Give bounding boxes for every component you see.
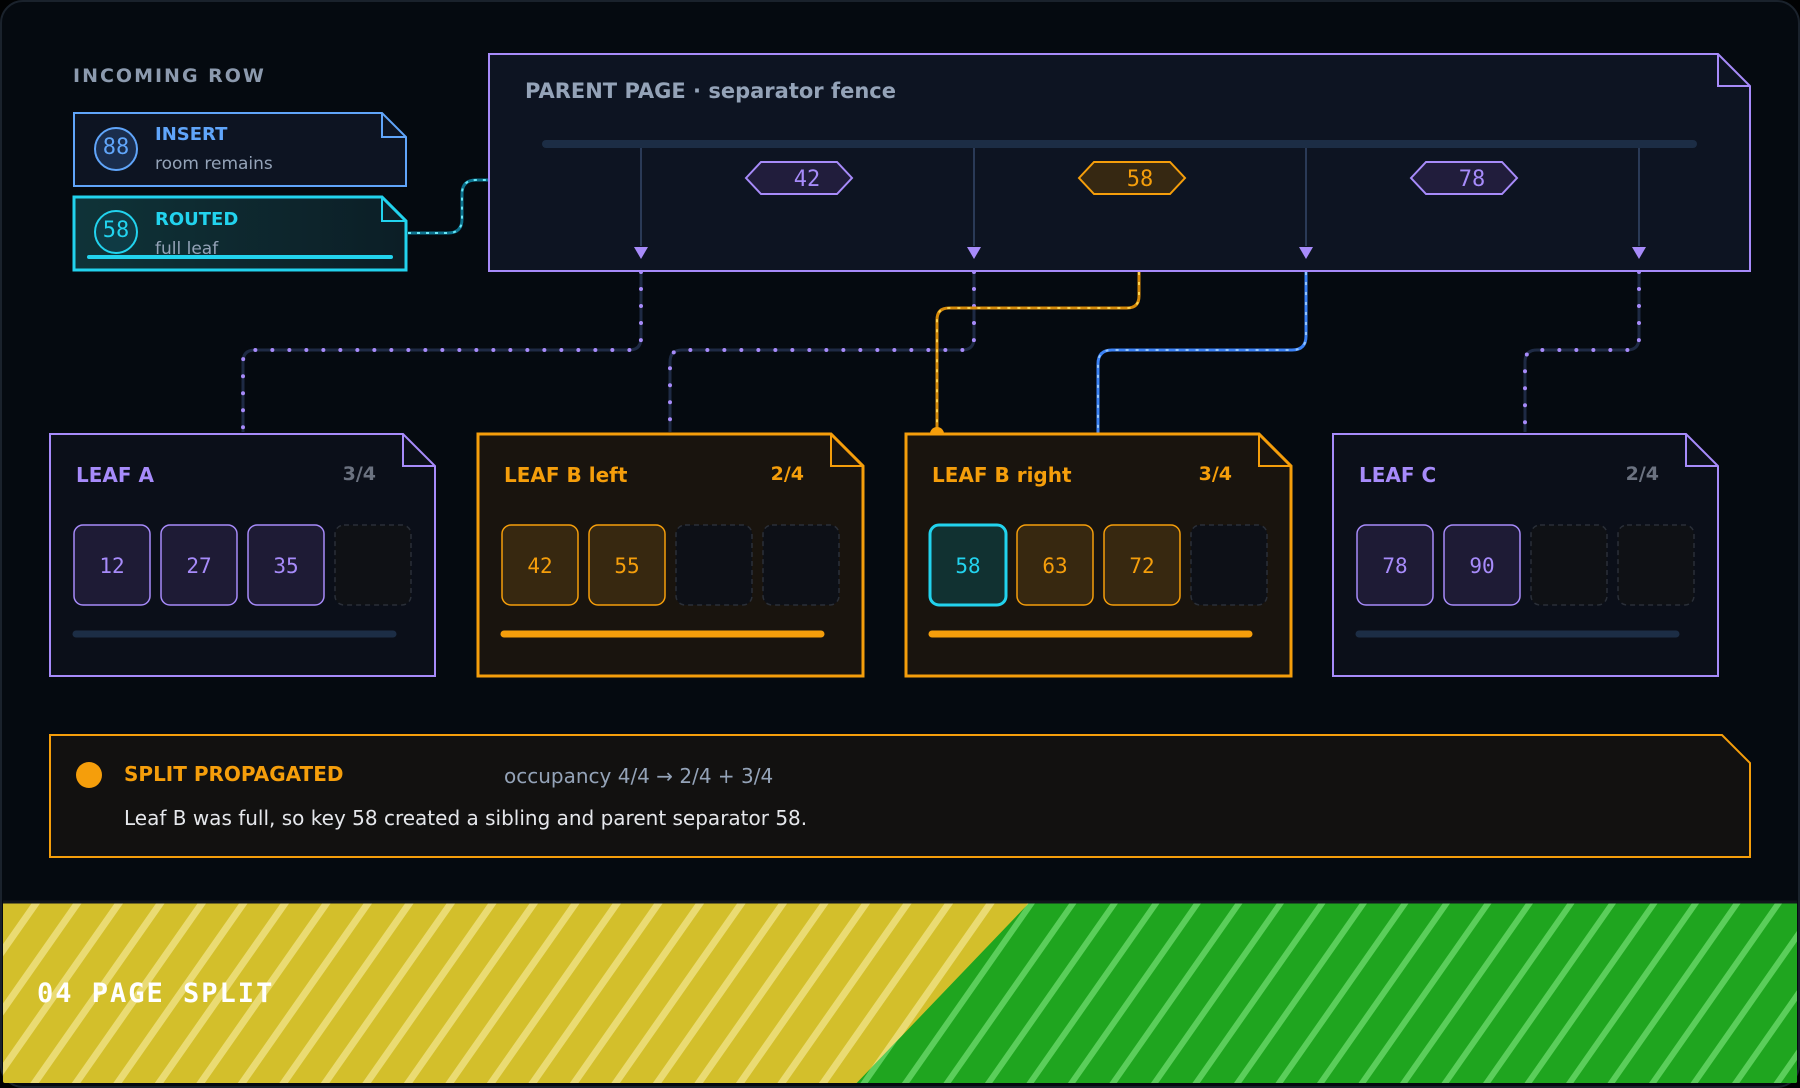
empty-slot: [762, 524, 840, 606]
key-slot: 27: [160, 524, 238, 606]
child-pointers: [634, 148, 1646, 259]
key-value: 12: [99, 554, 124, 578]
status-occupancy: occupancy 4/4 → 2/4 + 3/4: [504, 764, 774, 788]
key-value: 55: [614, 554, 639, 578]
incoming-row-heading: INCOMING ROW: [73, 65, 266, 87]
key-value: 58: [955, 554, 980, 578]
key-value: 78: [1382, 554, 1407, 578]
routed-key-value: 58: [102, 218, 130, 243]
leaf-name: LEAF B right: [932, 463, 1072, 487]
leaf-name: LEAF C: [1359, 463, 1436, 487]
routed-title: ROUTED: [155, 209, 239, 230]
leaf-occupancy: 3/4: [343, 463, 376, 485]
key-slot: 58: [928, 523, 1008, 607]
leaf-occupancy: 2/4: [1626, 463, 1659, 485]
key-slot: 42: [501, 524, 579, 606]
status-dot: [76, 762, 102, 788]
key-slot: 78: [1356, 524, 1434, 606]
key-value: 27: [186, 554, 211, 578]
parent-page-title: PARENT PAGE · separator fence: [525, 79, 896, 103]
footer-label: 04 PAGE SPLIT: [37, 978, 275, 1009]
child-pointer-4: [1632, 148, 1646, 259]
separator-58: 58: [1077, 161, 1187, 195]
separator-key-label: 58: [1127, 167, 1154, 192]
leaf-name: LEAF A: [76, 463, 155, 487]
leaf-b-left: LEAF B left 2/4 42 55: [476, 432, 865, 678]
key-slot: 35: [247, 524, 325, 606]
footer-band: [3, 902, 1797, 1083]
insert-key-badge: [94, 127, 138, 171]
separator-42: 42: [744, 161, 854, 195]
child-pointer-3: [1299, 148, 1313, 259]
leaf-c: LEAF C 2/4 78 90: [1332, 433, 1719, 677]
key-value: 63: [1042, 554, 1067, 578]
connector-leaf-c: [1523, 270, 1641, 434]
leaf-name: LEAF B left: [504, 463, 628, 487]
separator-keys: 42 58 78: [744, 161, 1519, 195]
leaf-b-right: LEAF B right 3/4 58 63 72: [904, 432, 1293, 678]
insert-title: INSERT: [155, 124, 228, 145]
status-panel: [49, 734, 1751, 858]
key-value: 42: [527, 554, 552, 578]
child-pointer-1: [634, 148, 648, 259]
connector-leaf-a: [241, 270, 643, 434]
key-slot: 90: [1443, 524, 1521, 606]
separator-key-label: 42: [794, 167, 821, 192]
connector-leaf-b-right-blue: [1096, 272, 1308, 434]
key-slot: 12: [73, 524, 151, 606]
empty-slot: [675, 524, 753, 606]
key-value: 90: [1469, 554, 1494, 578]
key-slot: 55: [588, 524, 666, 606]
routed-key-badge: [94, 210, 138, 254]
leaf-occupancy: 2/4: [771, 463, 804, 485]
insert-card: [73, 112, 407, 187]
connector-routed-to-parent: [408, 178, 489, 235]
separator-78: 78: [1409, 161, 1519, 195]
status-title: SPLIT PROPAGATED: [124, 762, 344, 786]
empty-slot: [1190, 524, 1268, 606]
empty-slot: [1617, 524, 1695, 606]
routed-subtitle: full leaf: [155, 239, 219, 259]
empty-slot: [1530, 524, 1608, 606]
insert-key-value: 88: [102, 135, 130, 160]
key-slot: 63: [1016, 524, 1094, 606]
leaf-a: LEAF A 3/4 12 27 35: [49, 433, 436, 677]
key-value: 35: [273, 554, 298, 578]
key-value: 72: [1129, 554, 1154, 578]
status-message: Leaf B was full, so key 58 created a sib…: [124, 806, 808, 830]
key-slot: 72: [1103, 524, 1181, 606]
routed-card: [72, 195, 408, 272]
insert-subtitle: room remains: [155, 154, 273, 174]
connector-leaf-b-left: [668, 270, 976, 434]
separator-key-label: 78: [1459, 167, 1486, 192]
leaf-occupancy: 3/4: [1199, 463, 1232, 485]
child-pointer-2: [967, 148, 981, 259]
empty-slot: [334, 524, 412, 606]
